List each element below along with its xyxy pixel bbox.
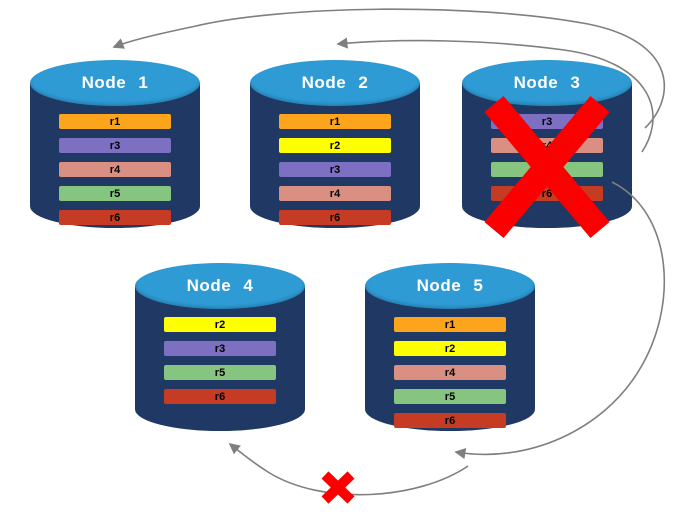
node-2-replica-r4: r4 [279,186,391,201]
node-1-replica-list: r1 r3 r4 r5 r6 [30,114,200,225]
node-5: Node 5 r1 r2 r4 r5 r6 [365,263,535,431]
node-5-replica-r1: r1 [394,317,506,332]
node-4-replica-r2: r2 [164,317,276,332]
node-3-title: Node 3 [513,73,581,92]
node-5-replica-r2: r2 [394,341,506,356]
node-2-replica-r2: r2 [279,138,391,153]
node-3-replica-r6: r6 [491,186,603,201]
node-4-replica-r6: r6 [164,389,276,404]
node-3-replica-r3: r3 [491,114,603,129]
node-1-replica-r4: r4 [59,162,171,177]
node-5-replica-list: r1 r2 r4 r5 r6 [365,317,535,428]
node-5-replica-r6: r6 [394,413,506,428]
node-3-replica-r5: r5 [491,162,603,177]
node-3: Node 3 r3 r4 r5 r6 [462,60,632,228]
node-1-replica-r5: r5 [59,186,171,201]
node-4-replica-r3: r3 [164,341,276,356]
node-4-replica-r5: r5 [164,365,276,380]
node-4-replica-list: r2 r3 r5 r6 [135,317,305,404]
node-3-replica-r4: r4 [491,138,603,153]
node-1-replica-r6: r6 [59,210,171,225]
node-1: Node 1 r1 r3 r4 r5 r6 [30,60,200,228]
node-4: Node 4 r2 r3 r5 r6 [135,263,305,431]
node-2-replica-r1: r1 [279,114,391,129]
node-5-replica-r4: r4 [394,365,506,380]
node-2-replica-r3: r3 [279,162,391,177]
node-5-title: Node 5 [416,276,484,295]
node-5-replica-r5: r5 [394,389,506,404]
node-4-body [135,286,305,431]
node-3-replica-list: r3 r4 r5 r6 [462,114,632,201]
node-1-title: Node 1 [81,73,149,92]
node-5-top: Node 5 [365,263,535,309]
node-4-title: Node 4 [186,276,254,295]
node-1-replica-r3: r3 [59,138,171,153]
node-1-top: Node 1 [30,60,200,106]
node-1-replica-r1: r1 [59,114,171,129]
node-2-replica-r6: r6 [279,210,391,225]
node-2-title: Node 2 [301,73,369,92]
failed-transfer-x-icon [321,471,355,504]
node-2-replica-list: r1 r2 r3 r4 r6 [250,114,420,225]
node-3-top: Node 3 [462,60,632,106]
replication-arrow-node5-to-node4 [228,442,469,496]
node-4-top: Node 4 [135,263,305,309]
node-2: Node 2 r1 r2 r3 r4 r6 [250,60,420,228]
node-2-top: Node 2 [250,60,420,106]
